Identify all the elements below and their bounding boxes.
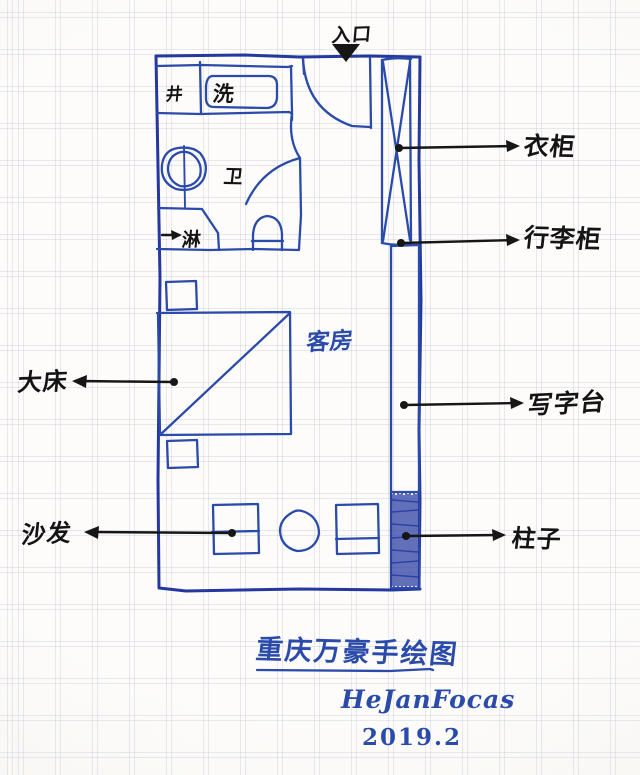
callout-label-column: 柱子 — [510, 524, 564, 554]
label-entrance: 入口 — [330, 23, 373, 47]
callout-label-sofa: 沙发 — [20, 518, 74, 550]
callout-arrow-shower — [160, 230, 182, 240]
title-underline — [255, 667, 435, 673]
callout-label-luggage-cabinet: 行李柜 — [522, 222, 604, 255]
entry-door — [301, 56, 373, 130]
callout-label-big-bed: 大床 — [16, 367, 70, 397]
author-signature: HeJanFocas — [341, 685, 516, 714]
callout-arrow-sofa — [84, 526, 236, 539]
bathroom-area — [155, 60, 303, 252]
armchair-right — [334, 502, 381, 556]
drawing-title: 重庆万豪手绘图 — [254, 634, 461, 671]
column-symbol — [389, 490, 421, 590]
callout-arrow-bed — [72, 375, 178, 388]
nightstand-upper — [164, 279, 199, 312]
callout-arrow-column — [402, 529, 506, 541]
callout-arrow-wardrobe — [395, 140, 520, 152]
label-shower: 淋 — [180, 228, 203, 252]
label-wash-basin: 洗 — [211, 81, 237, 107]
label-well-shaft: 井 — [164, 84, 185, 106]
callout-label-wardrobe: 衣柜 — [522, 131, 578, 162]
entrance-marker-icon — [332, 44, 360, 62]
callout-arrow-desk — [400, 397, 524, 409]
callout-label-writing-desk: 写字台 — [526, 386, 608, 421]
callout-arrow-luggage — [397, 234, 520, 247]
bed-symbol — [155, 310, 293, 437]
round-table — [278, 509, 321, 553]
nightstand-lower — [165, 438, 200, 470]
luggage-and-desk-run — [389, 243, 421, 494]
label-bathroom: 卫 — [222, 165, 246, 189]
label-guest-room: 客房 — [305, 327, 355, 357]
drawing-date: 2019.2 — [362, 724, 463, 751]
